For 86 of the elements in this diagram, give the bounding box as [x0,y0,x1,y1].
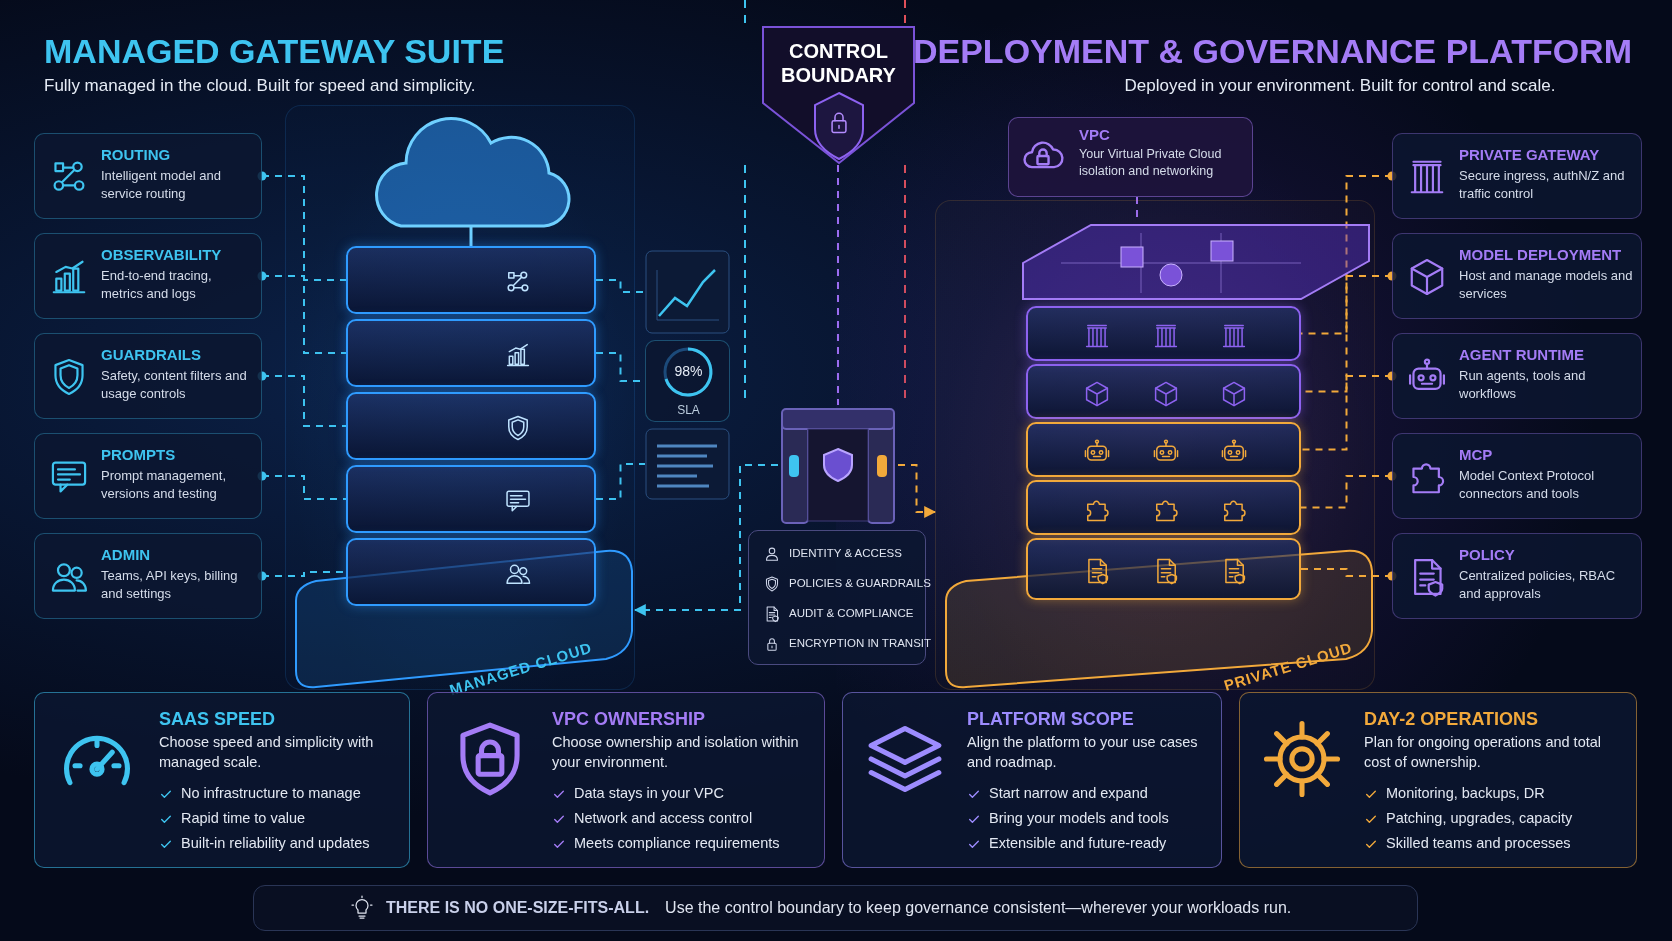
arrow [633,464,779,616]
stack-layer [1026,480,1301,535]
card-description: Your Virtual Private Cloud isolation and networking [1079,146,1223,180]
card-title: ROUTING [101,146,171,163]
card-description: Prompt management, versions and testing [101,467,227,503]
metric-panel [645,340,730,422]
card-description: Centralized policies, RBAC and approvals [1459,567,1617,603]
list-item: ENCRYPTION IN TRANSIT [789,637,932,649]
checklist-item: Patching, upgrades, capacity [1386,810,1573,826]
summary-card [34,692,410,868]
stack-layer [1026,306,1301,361]
card-description: Plan for ongoing operations and total cost of ownership. [1364,733,1602,772]
main-heading: MANAGED GATEWAY SUITE [44,32,505,71]
metric-value: 98% [673,363,704,379]
card-title: DAY-2 OPERATIONS [1364,709,1539,730]
feature-card [34,533,262,619]
checklist-item: Monitoring, backups, DR [1386,785,1545,801]
stack-layer [1026,422,1301,477]
checklist-item: No infrastructure to manage [181,785,361,801]
card-description: Teams, API keys, billing and settings [101,567,239,603]
stack-layer [346,319,596,387]
list-item: POLICIES & GUARDRAILS [789,577,931,589]
card-description: End-to-end tracing, metrics and logs [101,267,213,303]
main-heading: DEPLOYMENT & GOVERNANCE PLATFORM [912,32,1632,71]
card-description: Run agents, tools and workflows [1459,367,1587,403]
card-title: OBSERVABILITY [101,246,222,263]
card-title: VPC [1079,126,1110,143]
checklist-item: Data stays in your VPC [574,785,724,801]
list-item: AUDIT & COMPLIANCE [789,607,914,619]
feature-card [1392,333,1642,419]
stack-layer [346,246,596,314]
stack-layer [1026,538,1301,600]
subheading: Deployed in your environment. Built for control and scale. [1123,76,1557,96]
card-description: Secure ingress, authN/Z and traffic control [1459,167,1626,203]
badge-title: CONTROL BOUNDARY [780,39,897,87]
card-description: Align the platform to your use cases and roadmap. [967,733,1199,772]
card-title: MODEL DEPLOYMENT [1459,246,1622,263]
card-title: ADMIN [101,546,151,563]
feature-card [1392,433,1642,519]
card-title: MCP [1459,446,1493,463]
checklist-item: Bring your models and tools [989,810,1169,826]
feature-card [34,233,262,319]
feature-card [34,133,262,219]
card-description: Model Context Protocol connectors and tools [1459,467,1596,503]
summary-card [842,692,1222,868]
info-card [1008,117,1253,197]
checklist-item: Skilled teams and processes [1386,835,1571,851]
feature-card [1392,233,1642,319]
card-title: AGENT RUNTIME [1459,346,1584,363]
card-description: Safety, content filters and usage controls [101,367,248,403]
checklist-item: Start narrow and expand [989,785,1148,801]
checklist-item: Built-in reliability and updates [181,835,370,851]
card-title: VPC OWNERSHIP [552,709,706,730]
card-description: Choose ownership and isolation within your environment. [552,733,800,772]
card-description: Host and manage models and services [1459,267,1634,303]
leader-line [595,279,646,293]
feature-card [1392,133,1642,219]
arrow [897,464,937,518]
card-description: Choose speed and simplicity with managed scale. [159,733,375,772]
checklist-item: Meets compliance requirements [574,835,780,851]
stack-layer [346,392,596,460]
card-title: PRIVATE GATEWAY [1459,146,1600,163]
stack-layer [346,538,596,606]
summary-card [1239,692,1637,868]
card-title: POLICY [1459,546,1515,563]
note-banner [253,885,1418,931]
stack-layer [346,465,596,533]
card-title: PLATFORM SCOPE [967,709,1134,730]
metric-label: SLA [676,403,701,417]
leader-line [595,463,646,500]
card-title: GUARDRAILS [101,346,201,363]
list-item: IDENTITY & ACCESS [789,547,902,559]
checklist-item: Extensible and future-ready [989,835,1167,851]
card-title: PROMPTS [101,446,176,463]
feature-card [1392,533,1642,619]
feature-card [34,333,262,419]
feature-card [34,433,262,519]
note-text: THERE IS NO ONE-SIZE-FITS-ALL. Use the control boundary to keep governance consistent—wherever your workloads run. [386,899,1292,917]
card-description: Intelligent model and service routing [101,167,222,203]
leader-line [837,164,839,406]
platform-area [935,200,1375,690]
subheading: Fully managed in the cloud. Built for speed and simplicity. [44,76,476,96]
checklist-item: Rapid time to value [181,810,306,826]
checklist-item: Network and access control [574,810,753,826]
card-title: SAAS SPEED [159,709,276,730]
stack-layer [1026,364,1301,419]
